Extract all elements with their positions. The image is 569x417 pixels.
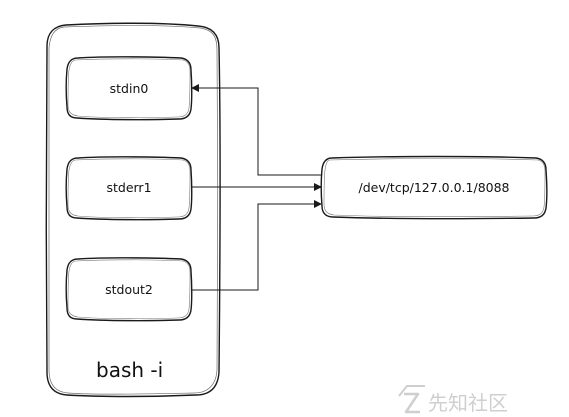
stderr-box-outline	[65, 156, 193, 221]
arrow-stderr-to-target	[191, 183, 322, 191]
stdout-box: stdout2	[65, 257, 193, 322]
arrow-stderr-to-target-head	[314, 183, 322, 191]
bash-container: bash -i	[45, 22, 221, 398]
bash-container-outline	[45, 22, 221, 398]
target-box-outline	[320, 155, 548, 220]
stdin-label: stdin0	[110, 81, 149, 96]
stdout-box-outline	[65, 257, 193, 322]
stderr-label: stderr1	[106, 180, 151, 195]
target-label: /dev/tcp/127.0.0.1/8088	[358, 180, 509, 195]
stdin-box-outline-stroke2	[67, 58, 191, 118]
arrow-target-to-stdin-line	[197, 87, 322, 176]
stdout-box-outline-stroke2	[67, 259, 191, 319]
arrow-target-to-stdin	[191, 84, 322, 176]
arrow-target-to-stdin-head	[191, 84, 199, 92]
stdout-label: stdout2	[105, 282, 153, 297]
stdin-box-outline	[65, 56, 193, 121]
logo-icon	[398, 385, 425, 414]
arrow-stdout-to-target	[191, 200, 322, 291]
watermark: 先知社区	[398, 385, 508, 415]
watermark-text: 先知社区	[428, 391, 508, 415]
arrow-stdout-to-target-head	[314, 200, 322, 208]
arrow-stdout-to-target-line	[191, 203, 316, 291]
target-box: /dev/tcp/127.0.0.1/8088	[320, 155, 548, 220]
bash-container-label: bash -i	[96, 358, 163, 382]
stderr-box: stderr1	[65, 156, 193, 221]
stdin-box: stdin0	[65, 56, 193, 121]
stderr-box-outline-stroke2	[67, 158, 191, 218]
target-box-outline-stroke2	[323, 158, 546, 217]
